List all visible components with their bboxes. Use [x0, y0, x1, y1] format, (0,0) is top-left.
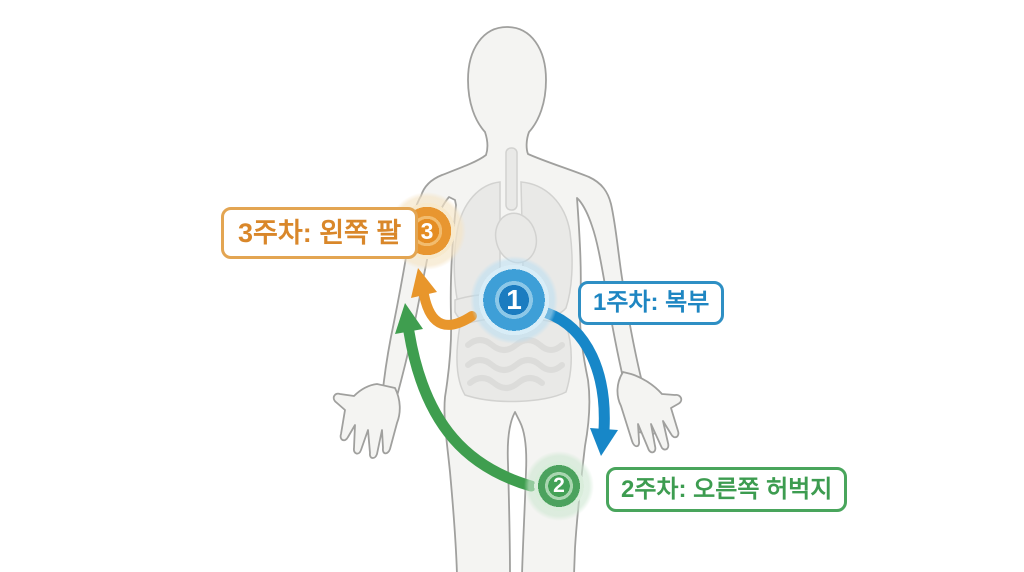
rotation-arrows [395, 268, 618, 492]
arrow-into-site3 [411, 268, 477, 330]
label-week1-abdomen: 1주차: 복부 [578, 281, 725, 325]
site-marker-number: 3 [420, 217, 434, 244]
arrow-site2-to-site3-head [395, 303, 423, 334]
arrow-site2-to-site3 [395, 303, 537, 492]
arrow-into-site3-head [411, 268, 437, 298]
label-week2-thigh: 2주차: 오른쪽 허벅지 [606, 467, 848, 512]
label-week3-arm: 3주차: 왼쪽 팔 [221, 207, 419, 259]
arrow-site1-to-site2-head [590, 428, 618, 456]
trachea [505, 147, 518, 211]
site-marker-number: 2 [553, 474, 565, 497]
right-hand [616, 371, 683, 454]
left-hand [332, 383, 401, 459]
site-marker-abdomen: 1 [470, 256, 558, 344]
site-marker-thigh: 2 [524, 451, 594, 521]
site-marker-number: 1 [506, 284, 522, 315]
intestine-coils [465, 337, 565, 391]
arrow-site1-to-site2 [541, 307, 618, 456]
